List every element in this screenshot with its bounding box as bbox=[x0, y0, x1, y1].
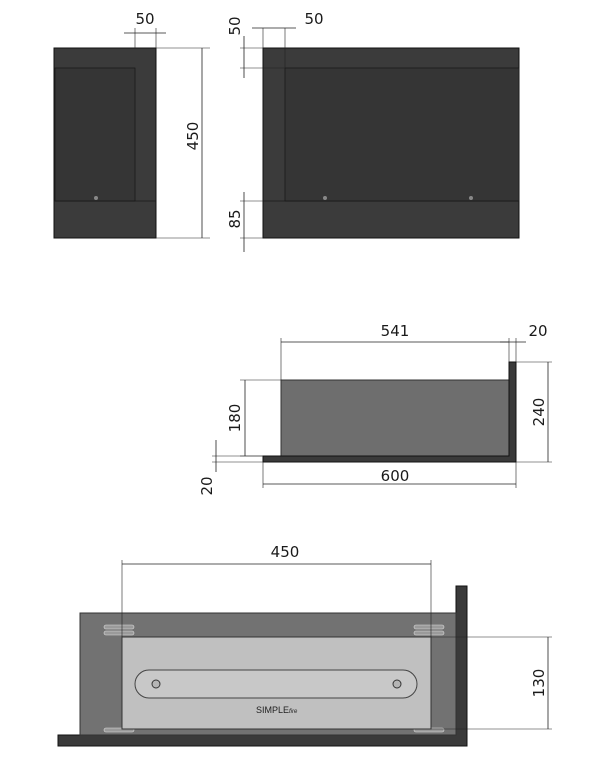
section-dim-base: 20 bbox=[198, 476, 216, 495]
side-dim-top: 50 bbox=[135, 10, 154, 28]
section-view: 541 20 180 240 20 600 bbox=[198, 322, 552, 496]
front-screw-right bbox=[469, 196, 473, 200]
burner-knob-right bbox=[392, 679, 402, 689]
section-dim-wall: 20 bbox=[528, 322, 547, 340]
front-screw-left bbox=[323, 196, 327, 200]
brand-label: SIMPLEfire bbox=[256, 705, 298, 715]
detail-dim-width: 450 bbox=[271, 543, 300, 561]
front-dim-bottom: 85 bbox=[226, 209, 244, 228]
section-dim-total-width: 600 bbox=[381, 467, 410, 485]
detail-view: SIMPLEfire 450 130 bbox=[57, 543, 552, 747]
section-box bbox=[280, 379, 510, 457]
section-dim-total-height: 240 bbox=[530, 398, 548, 427]
side-dim-height: 450 bbox=[184, 122, 202, 151]
burner-slot bbox=[134, 669, 418, 699]
front-view: 50 50 85 bbox=[226, 10, 520, 252]
front-panel bbox=[284, 67, 520, 202]
front-dim-top: 50 bbox=[304, 10, 323, 28]
side-panel bbox=[54, 67, 136, 202]
section-dim-inner-height: 180 bbox=[226, 404, 244, 433]
section-dim-inner: 541 bbox=[381, 322, 410, 340]
detail-dim-height: 130 bbox=[530, 669, 548, 698]
side-screw bbox=[94, 196, 98, 200]
side-view: 50 450 bbox=[53, 10, 210, 239]
front-dim-side: 50 bbox=[226, 16, 244, 35]
burner-knob-left bbox=[151, 679, 161, 689]
